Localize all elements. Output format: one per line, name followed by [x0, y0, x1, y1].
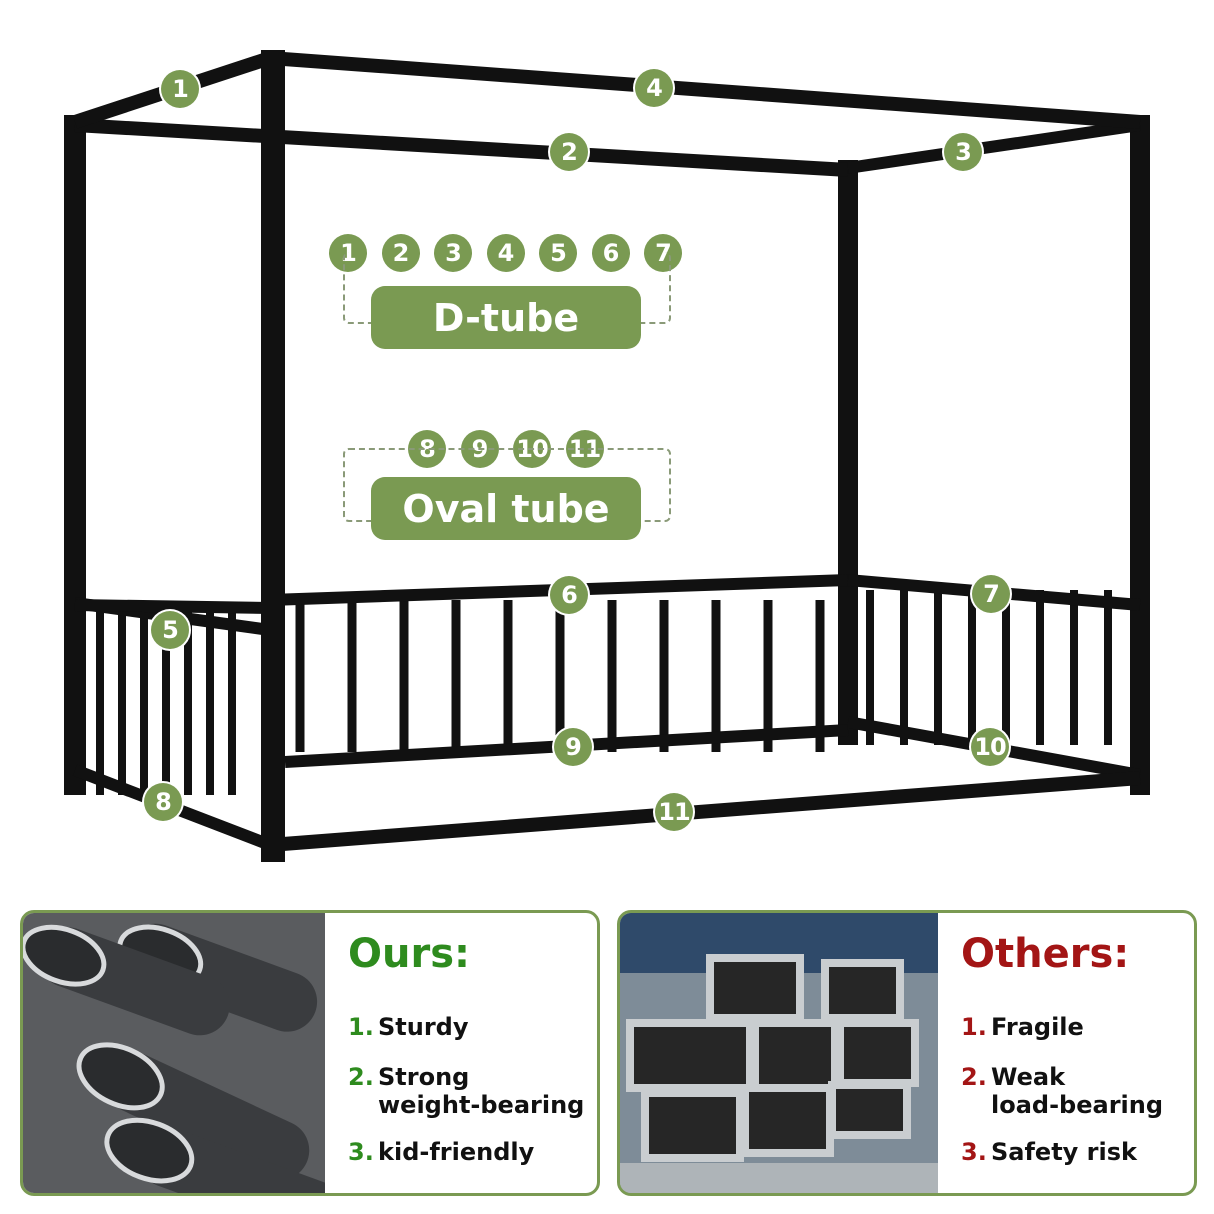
d-tube-number-badge: 4: [486, 234, 525, 272]
d-tube-number-badge: 3: [434, 234, 472, 272]
part-number-badge: 10: [971, 728, 1009, 766]
part-number-badge: 4: [635, 69, 673, 107]
part-number-badge: 11: [655, 793, 693, 831]
d-tube-label: D-tube: [371, 286, 641, 349]
d-tube-number-badge: 5: [539, 234, 577, 272]
part-number-badge: 7: [972, 575, 1010, 613]
ours-title: Ours:: [348, 931, 471, 977]
black-oval-tubes-image: [23, 913, 325, 1193]
part-number-badge: 9: [554, 728, 592, 766]
rail-5-top: [74, 599, 271, 614]
feature-item: 1.Sturdy: [348, 1013, 469, 1041]
part-number-badge: 8: [144, 783, 182, 821]
feature-item: 3.kid-friendly: [348, 1138, 535, 1166]
others-title: Others:: [961, 931, 1130, 977]
silver-square-tubes-image: [620, 913, 938, 1193]
feature-item: 1.Fragile: [961, 1013, 1084, 1041]
feature-item: 3.Safety risk: [961, 1138, 1137, 1166]
rail-11: [269, 771, 1141, 852]
part-number-badge: 3: [944, 133, 982, 171]
part-number-badge: 6: [550, 576, 588, 614]
d-tube-number-badge: 2: [381, 234, 420, 272]
rail-4: [269, 51, 1141, 129]
part-number-badge: 5: [151, 611, 189, 649]
bed-frame-illustration: [64, 50, 1150, 862]
oval-tube-label: Oval tube: [371, 477, 641, 540]
part-number-badge: 2: [550, 133, 588, 171]
d-tube-number-badge: 6: [591, 234, 630, 272]
d-tube-number-badge: 7: [644, 234, 682, 272]
part-number-badge: 1: [161, 70, 199, 108]
rail-2: [74, 118, 849, 177]
rail-3: [847, 119, 1141, 174]
